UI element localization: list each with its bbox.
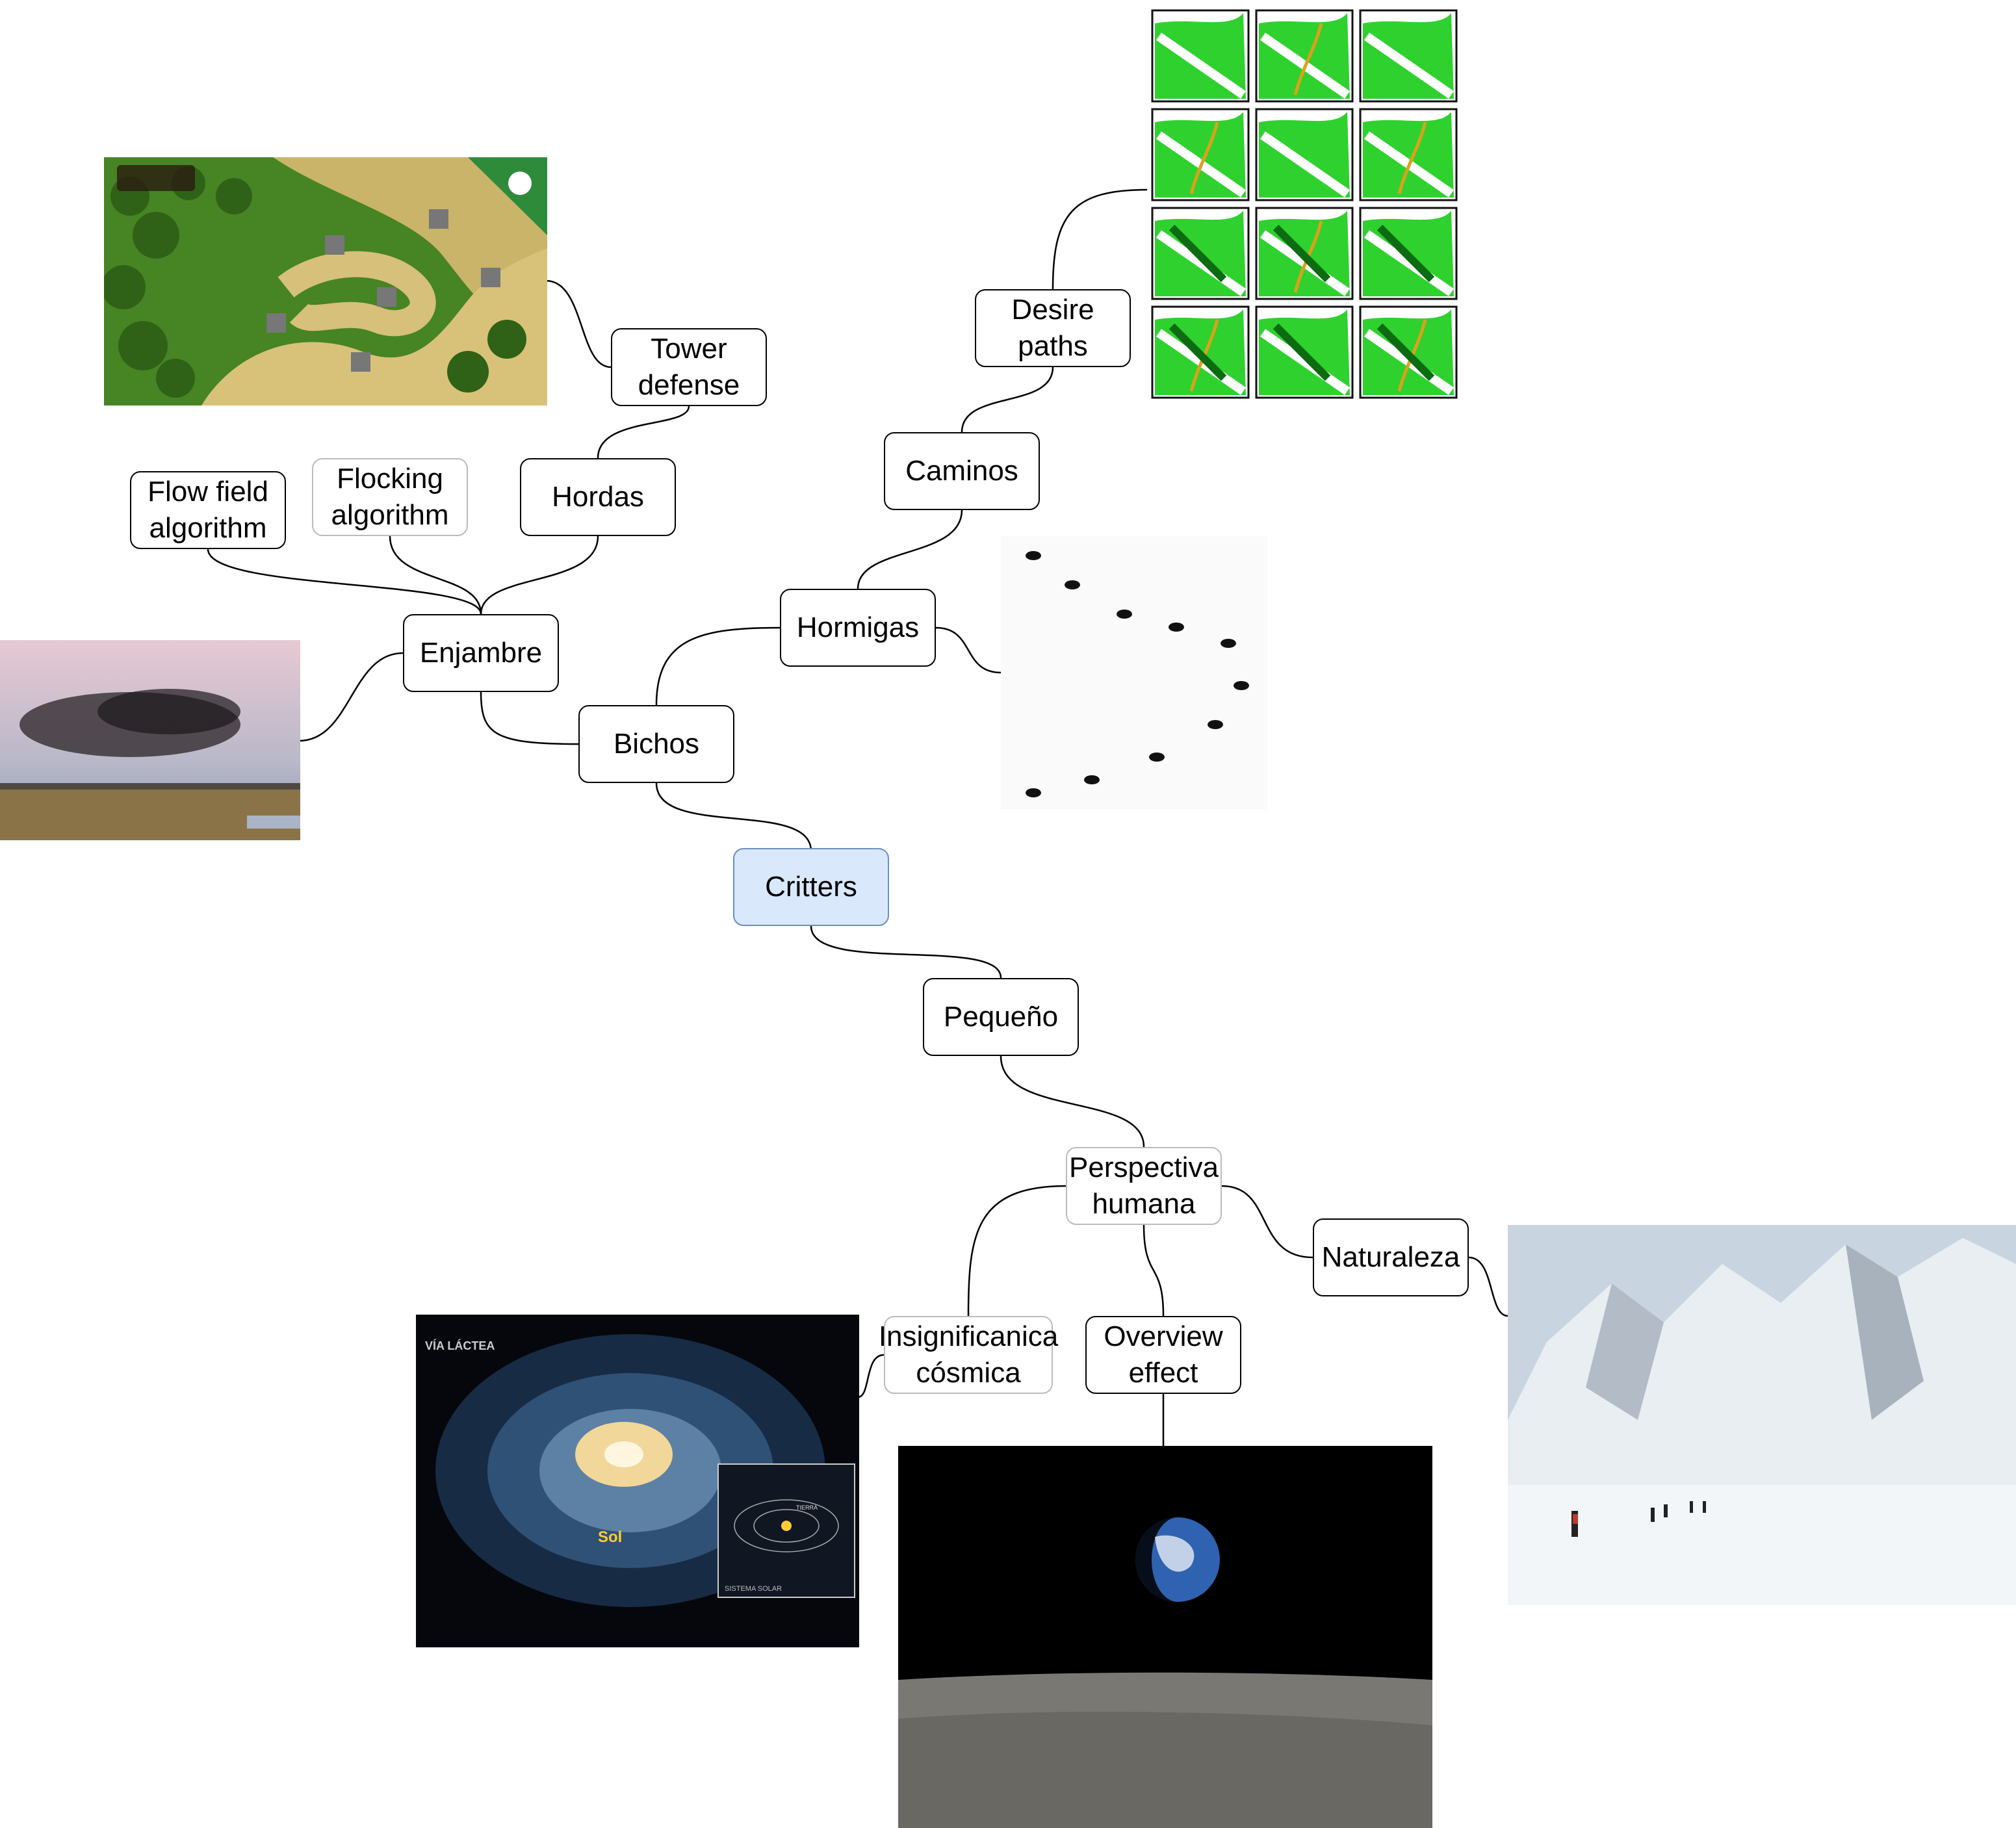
- link-enjambre-hordas: [480, 535, 599, 615]
- node-tower-defense[interactable]: Tower defense: [611, 328, 767, 406]
- link-perspectiva-naturaleza: [1221, 1185, 1313, 1259]
- link-desire-sketches: [1052, 188, 1148, 290]
- link-bichos-hormigas: [655, 626, 781, 706]
- link-hormigas-ants: [935, 626, 1002, 674]
- desire-path-sketch-cell: [1151, 9, 1250, 103]
- node-insignificancia-cosmica[interactable]: Insignificanica cósmica: [879, 1316, 1058, 1394]
- desire-path-sketch-cell: [1255, 9, 1354, 103]
- milky-way-sun-label: Sol: [598, 1528, 622, 1546]
- link-hordas-tower: [597, 406, 690, 459]
- desire-path-sketch-cell: [1359, 9, 1458, 103]
- node-hormigas[interactable]: Hormigas: [780, 589, 936, 667]
- desire-paths-sketch-grid: [1147, 6, 1466, 403]
- link-tower-game: [545, 279, 612, 368]
- node-hordas[interactable]: Hordas: [520, 458, 676, 536]
- desire-path-sketch-cell: [1359, 108, 1458, 201]
- desire-path-sketch-cell: [1151, 207, 1250, 300]
- node-perspectiva-humana[interactable]: Perspectiva humana: [1066, 1147, 1222, 1225]
- node-flocking-algorithm[interactable]: Flocking algorithm: [312, 458, 468, 536]
- link-bichos-enjambre: [480, 691, 579, 745]
- desire-path-sketch-cell: [1359, 305, 1458, 399]
- link-critters-pequeno: [810, 925, 1002, 979]
- desire-path-sketch-cell: [1255, 207, 1354, 300]
- node-overview-effect[interactable]: Overview effect: [1085, 1316, 1241, 1394]
- link-enjambre-flowfield: [207, 548, 482, 615]
- starling-murmuration-photo: [0, 640, 300, 840]
- node-naturaleza[interactable]: Naturaleza: [1313, 1218, 1469, 1296]
- tower-defense-game-screenshot: [104, 157, 547, 406]
- node-caminos[interactable]: Caminos: [884, 432, 1040, 510]
- node-desire-paths[interactable]: Desire paths: [975, 289, 1131, 367]
- link-naturaleza-mountain: [1468, 1256, 1508, 1317]
- link-perspectiva-insig: [967, 1185, 1066, 1317]
- milky-way-map: VÍA LÁCTEA Sol TIERRA SISTEMA SOLAR: [416, 1315, 859, 1647]
- root-node-critters[interactable]: Critters: [733, 848, 889, 926]
- link-caminos-desire: [961, 367, 1054, 433]
- snow-mountain-expedition-photo: [1508, 1225, 2016, 1605]
- node-enjambre[interactable]: Enjambre: [403, 614, 559, 692]
- link-hormigas-caminos: [857, 509, 963, 589]
- node-pequeno[interactable]: Pequeño: [923, 978, 1079, 1056]
- desire-path-sketch-cell: [1151, 305, 1250, 399]
- link-pequeno-perspectiva: [1000, 1055, 1145, 1148]
- desire-path-sketch-cell: [1255, 305, 1354, 399]
- link-critters-bichos: [655, 782, 812, 852]
- milky-way-system-label: SISTEMA SOLAR: [725, 1585, 782, 1593]
- milky-way-title: VÍA LÁCTEA: [425, 1339, 495, 1352]
- node-flow-field-algorithm[interactable]: Flow field algorithm: [130, 471, 286, 549]
- milky-way-earth-label: TIERRA: [796, 1504, 818, 1511]
- link-enjambre-flocking: [389, 535, 482, 615]
- earthrise-photo: [898, 1446, 1432, 1828]
- desire-path-sketch-cell: [1359, 207, 1458, 300]
- node-bichos[interactable]: Bichos: [578, 705, 734, 783]
- link-insig-milkyway: [857, 1354, 885, 1398]
- desire-path-sketch-cell: [1255, 108, 1354, 201]
- link-perspectiva-overview: [1143, 1224, 1165, 1317]
- ant-trail-photo: [1001, 536, 1267, 809]
- link-enjambre-swarm: [298, 652, 404, 742]
- desire-path-sketch-cell: [1151, 108, 1250, 201]
